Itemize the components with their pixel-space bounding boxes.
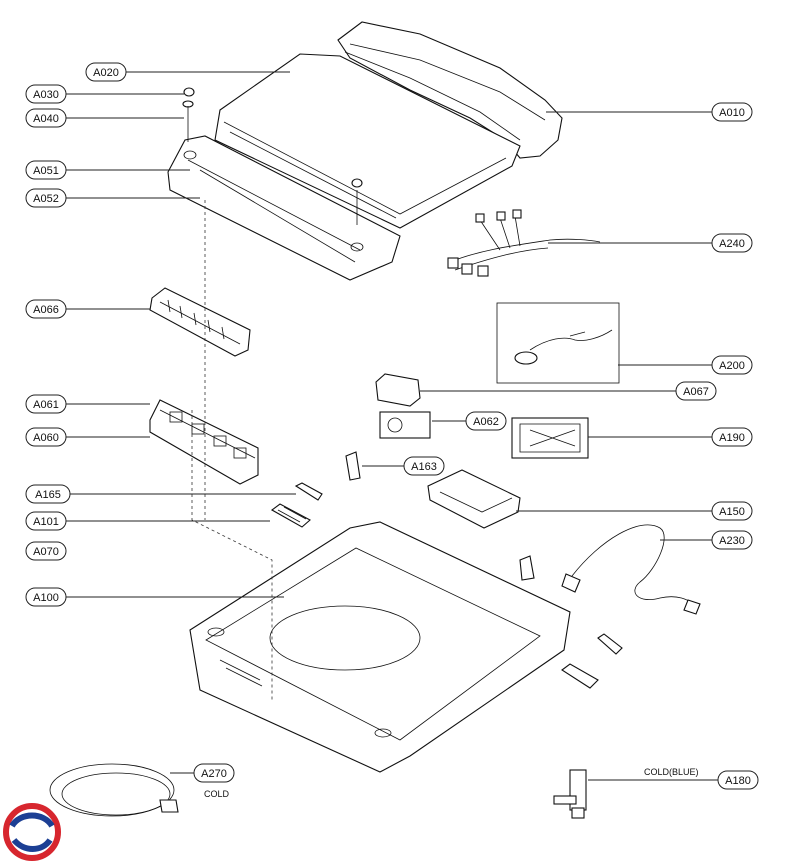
svg-text:A062: A062 bbox=[473, 416, 499, 428]
brand-logo-icon bbox=[3, 803, 61, 861]
label-a052: A052 bbox=[25, 188, 67, 208]
part-a240-wire-harness bbox=[447, 209, 601, 277]
part-a010-rear-trim bbox=[337, 21, 563, 159]
part-a200-sensor-box bbox=[496, 302, 620, 384]
label-a163: A163 bbox=[403, 456, 445, 476]
svg-text:A010: A010 bbox=[719, 107, 745, 119]
part-a020-lid bbox=[214, 53, 521, 229]
label-a066: A066 bbox=[25, 299, 67, 319]
part-a100-top-body bbox=[189, 521, 571, 773]
label-a150: A150 bbox=[711, 501, 753, 521]
svg-text:A240: A240 bbox=[719, 238, 745, 250]
label-a010: A010 bbox=[711, 102, 753, 122]
part-a060-control-board bbox=[149, 399, 259, 485]
svg-text:A101: A101 bbox=[33, 516, 59, 528]
svg-text:A200: A200 bbox=[719, 360, 745, 372]
note-cold-blue: COLD(BLUE) bbox=[644, 767, 699, 777]
svg-text:A040: A040 bbox=[33, 113, 59, 125]
label-a165: A165 bbox=[25, 484, 71, 504]
label-a200: A200 bbox=[711, 355, 753, 375]
part-a030-cap bbox=[183, 87, 195, 97]
label-a030: A030 bbox=[25, 84, 67, 104]
label-a100: A100 bbox=[25, 587, 67, 607]
alignment-lines bbox=[191, 200, 273, 700]
svg-text:A067: A067 bbox=[683, 386, 709, 398]
label-a020: A020 bbox=[85, 62, 127, 82]
part-a180-inlet-valve bbox=[553, 769, 587, 819]
label-a060: A060 bbox=[25, 427, 67, 447]
label-a180: A180 bbox=[717, 770, 759, 790]
label-a101: A101 bbox=[25, 511, 67, 531]
label-a230: A230 bbox=[711, 530, 753, 550]
svg-text:A165: A165 bbox=[35, 489, 61, 501]
part-a062-switch bbox=[379, 411, 431, 439]
svg-text:A060: A060 bbox=[33, 432, 59, 444]
svg-text:A051: A051 bbox=[33, 165, 59, 177]
svg-text:A052: A052 bbox=[33, 193, 59, 205]
svg-text:A066: A066 bbox=[33, 304, 59, 316]
part-a040-screw bbox=[182, 100, 363, 225]
part-a066-bracket bbox=[149, 287, 251, 357]
part-a165-bushing bbox=[294, 482, 323, 501]
part-a163-clip bbox=[345, 451, 361, 481]
svg-text:A150: A150 bbox=[719, 506, 745, 518]
leader-lines bbox=[66, 71, 718, 781]
part-a150-dispenser bbox=[427, 469, 521, 529]
label-a190: A190 bbox=[711, 427, 753, 447]
svg-text:A230: A230 bbox=[719, 535, 745, 547]
label-a051: A051 bbox=[25, 160, 67, 180]
svg-text:A100: A100 bbox=[33, 592, 59, 604]
part-a190-pcb bbox=[511, 417, 589, 459]
label-a240: A240 bbox=[711, 233, 753, 253]
part-grille-right bbox=[561, 663, 599, 689]
label-a270: A270 bbox=[193, 763, 235, 783]
svg-text:A061: A061 bbox=[33, 399, 59, 411]
label-a067: A067 bbox=[675, 381, 717, 401]
svg-text:A270: A270 bbox=[201, 768, 227, 780]
note-cold: COLD bbox=[204, 789, 230, 799]
svg-text:A190: A190 bbox=[719, 432, 745, 444]
label-a070: A070 bbox=[25, 541, 67, 561]
svg-text:A020: A020 bbox=[93, 67, 119, 79]
part-a230-power-cord bbox=[561, 524, 701, 615]
part-bushing-right bbox=[597, 633, 623, 655]
part-clip-right bbox=[519, 555, 535, 581]
svg-text:A070: A070 bbox=[33, 546, 59, 558]
part-a270-hose bbox=[49, 763, 179, 817]
svg-text:A163: A163 bbox=[411, 461, 437, 473]
label-a040: A040 bbox=[25, 108, 67, 128]
part-a101-grille bbox=[270, 503, 311, 528]
svg-text:A180: A180 bbox=[725, 775, 751, 787]
label-a062: A062 bbox=[465, 411, 507, 431]
label-a061: A061 bbox=[25, 394, 67, 414]
part-a067-cover bbox=[375, 373, 421, 407]
svg-text:A030: A030 bbox=[33, 89, 59, 101]
